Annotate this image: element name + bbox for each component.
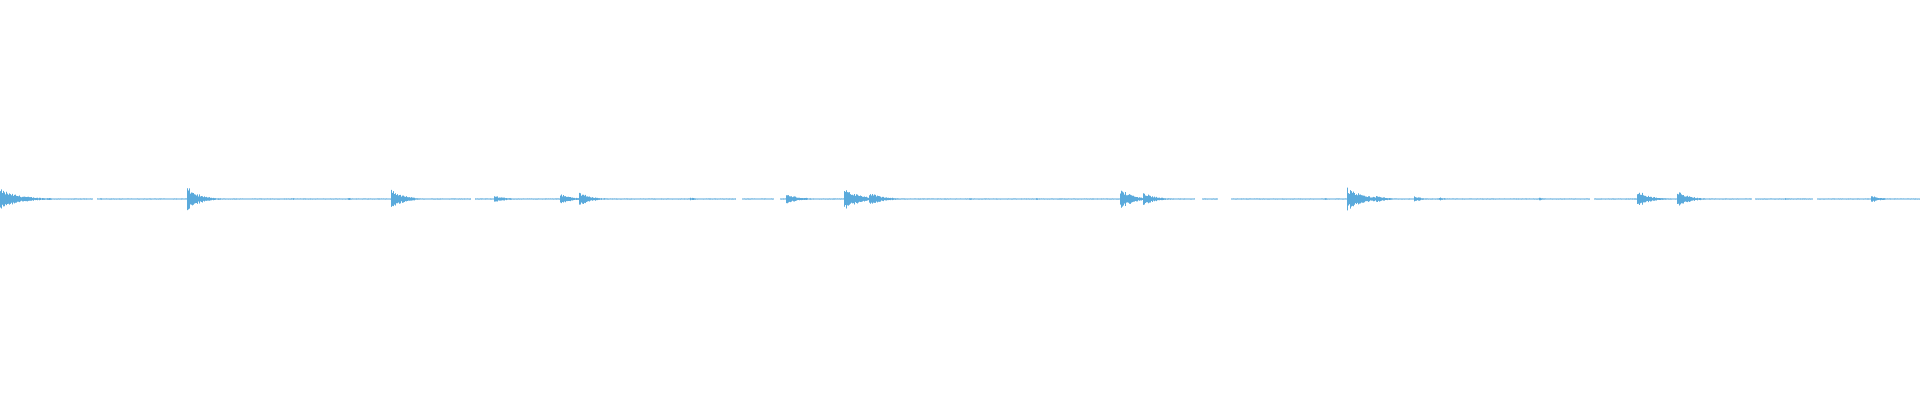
waveform-bars <box>0 187 1920 211</box>
